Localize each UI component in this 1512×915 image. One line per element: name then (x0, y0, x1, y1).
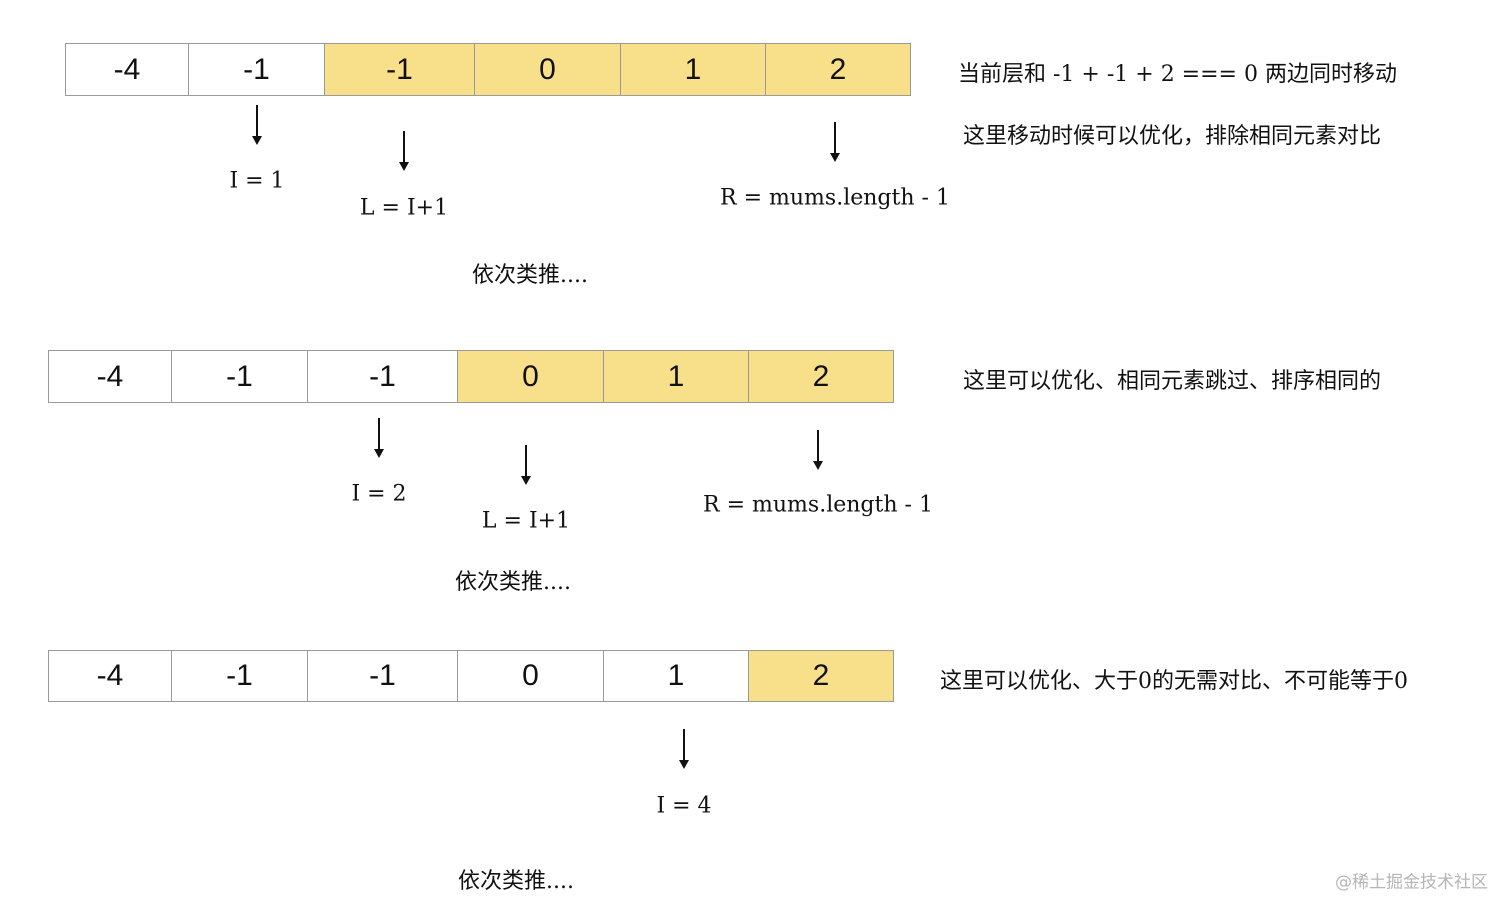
array-step-3: -4 -1 -1 0 1 2 (48, 650, 894, 702)
array-cell: 0 (475, 44, 621, 95)
watermark: @稀土掘金技术社区 (1335, 872, 1488, 893)
array-cell: 1 (604, 651, 749, 701)
array-cell: -4 (49, 651, 172, 701)
array-cell: 2 (749, 651, 893, 701)
pointer-r-label: R = mums.length - 1 (720, 185, 950, 211)
arrow-down-icon (679, 729, 689, 769)
pointer-i-label: I = 2 (351, 481, 407, 507)
array-cell: 0 (458, 651, 604, 701)
arrow-down-icon (521, 445, 531, 485)
array-cell: -1 (308, 651, 458, 701)
arrow-down-icon (252, 105, 262, 145)
pointer-i-label: I = 1 (229, 168, 285, 194)
note: 这里可以优化、大于0的无需对比、不可能等于0 (940, 669, 1408, 694)
array-step-2: -4 -1 -1 0 1 2 (48, 350, 894, 403)
pointer-r-label: R = mums.length - 1 (703, 492, 933, 518)
arrow-down-icon (830, 122, 840, 162)
note: 当前层和 -1 + -1 + 2 === 0 两边同时移动 (958, 62, 1397, 87)
array-cell: 0 (458, 351, 604, 402)
array-cell: 2 (749, 351, 893, 402)
array-cell: 1 (604, 351, 749, 402)
array-cell: 2 (766, 44, 910, 95)
etc-label: 依次类推.... (472, 263, 588, 288)
array-step-1: -4 -1 -1 0 1 2 (65, 43, 911, 96)
array-cell: -1 (172, 351, 308, 402)
arrow-down-icon (813, 430, 823, 470)
array-cell: -1 (172, 651, 308, 701)
array-cell: -4 (66, 44, 189, 95)
pointer-l-label: L = I+1 (359, 195, 449, 221)
arrow-down-icon (399, 131, 409, 171)
pointer-i-label: I = 4 (656, 793, 712, 819)
note: 这里可以优化、相同元素跳过、排序相同的 (963, 369, 1382, 394)
etc-label: 依次类推.... (458, 869, 574, 894)
array-cell: 1 (621, 44, 766, 95)
etc-label: 依次类推.... (455, 570, 571, 595)
array-cell: -4 (49, 351, 172, 402)
arrow-down-icon (374, 418, 384, 458)
array-cell: -1 (308, 351, 458, 402)
note: 这里移动时候可以优化，排除相同元素对比 (963, 124, 1382, 149)
array-cell: -1 (189, 44, 325, 95)
array-cell: -1 (325, 44, 475, 95)
pointer-l-label: L = I+1 (481, 508, 571, 534)
